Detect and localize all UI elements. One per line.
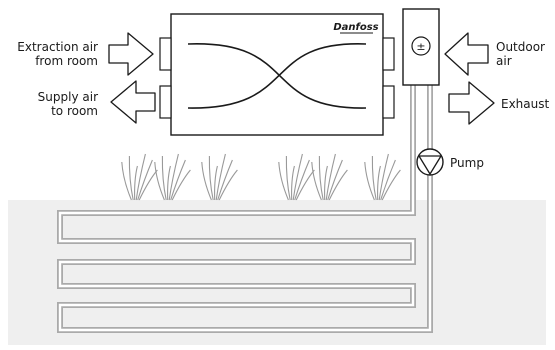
grass-blade bbox=[325, 153, 336, 201]
grass-blade bbox=[135, 153, 146, 201]
grass-blade bbox=[128, 155, 134, 201]
port-supply bbox=[159, 85, 172, 119]
grass-blade bbox=[311, 161, 322, 201]
grass-blade bbox=[328, 169, 348, 201]
outdoor-air-label-line2: air bbox=[496, 54, 512, 68]
supply-air-label-line1: Supply air bbox=[38, 90, 98, 104]
grass-blade bbox=[170, 159, 186, 201]
grass-blade bbox=[380, 159, 396, 201]
grass-blade bbox=[161, 155, 167, 201]
grass-blade bbox=[292, 153, 303, 201]
port-exhaust bbox=[382, 85, 395, 119]
grass-blade bbox=[167, 165, 171, 201]
brand-logo: Danfoss bbox=[333, 22, 378, 33]
exhaust-arrow bbox=[448, 81, 495, 125]
ground-heat-exchanger-box: ± bbox=[402, 8, 440, 86]
grass-blade bbox=[371, 155, 377, 201]
port-extraction bbox=[159, 37, 172, 71]
pump-label: Pump bbox=[450, 156, 484, 170]
grass-blade bbox=[377, 165, 381, 201]
grass-blade bbox=[318, 155, 324, 201]
extraction-air-label-line1: Extraction air bbox=[17, 40, 98, 54]
exhaust-label: Exhaust bbox=[501, 97, 550, 111]
ground-area bbox=[8, 200, 546, 345]
extraction-air-arrow bbox=[108, 32, 154, 76]
supply-air-arrow bbox=[110, 80, 156, 124]
grass-blade bbox=[278, 161, 289, 201]
grass-blade bbox=[171, 169, 191, 201]
outdoor-air-label-line1: Outdoor bbox=[496, 40, 545, 54]
grass-blade bbox=[217, 159, 233, 201]
grass-blade bbox=[154, 161, 165, 201]
airflow-curve-2 bbox=[187, 43, 367, 109]
grass-blade bbox=[215, 153, 226, 201]
grass-blade bbox=[378, 153, 389, 201]
grass-blade bbox=[285, 155, 291, 201]
grass-blade bbox=[168, 153, 179, 201]
supply-air-label-line2: to room bbox=[51, 104, 98, 118]
grass-blade bbox=[218, 169, 238, 201]
grass-blade bbox=[291, 165, 295, 201]
grass-blade bbox=[137, 159, 153, 201]
ventilation-unit: Danfoss bbox=[159, 13, 395, 136]
plus-minus-icon bbox=[411, 36, 431, 56]
ground-loop-pipe bbox=[57, 85, 433, 333]
grass-blade bbox=[134, 165, 138, 201]
extraction-air-label-line2: from room bbox=[35, 54, 98, 68]
grass-blade bbox=[201, 161, 212, 201]
grass-blade bbox=[121, 161, 132, 201]
grass-blade bbox=[327, 159, 343, 201]
grass-decoration bbox=[121, 153, 401, 201]
grass-blade bbox=[295, 169, 315, 201]
port-outdoor bbox=[382, 37, 395, 71]
grass-blade bbox=[138, 169, 158, 201]
svg-text:±: ± bbox=[416, 40, 425, 53]
outdoor-air-arrow bbox=[444, 32, 489, 76]
grass-blade bbox=[364, 161, 375, 201]
grass-blade bbox=[208, 155, 214, 201]
grass-blade bbox=[294, 159, 310, 201]
pump-icon bbox=[416, 148, 444, 176]
grass-blade bbox=[214, 165, 218, 201]
grass-blade bbox=[324, 165, 328, 201]
grass-blade bbox=[381, 169, 401, 201]
